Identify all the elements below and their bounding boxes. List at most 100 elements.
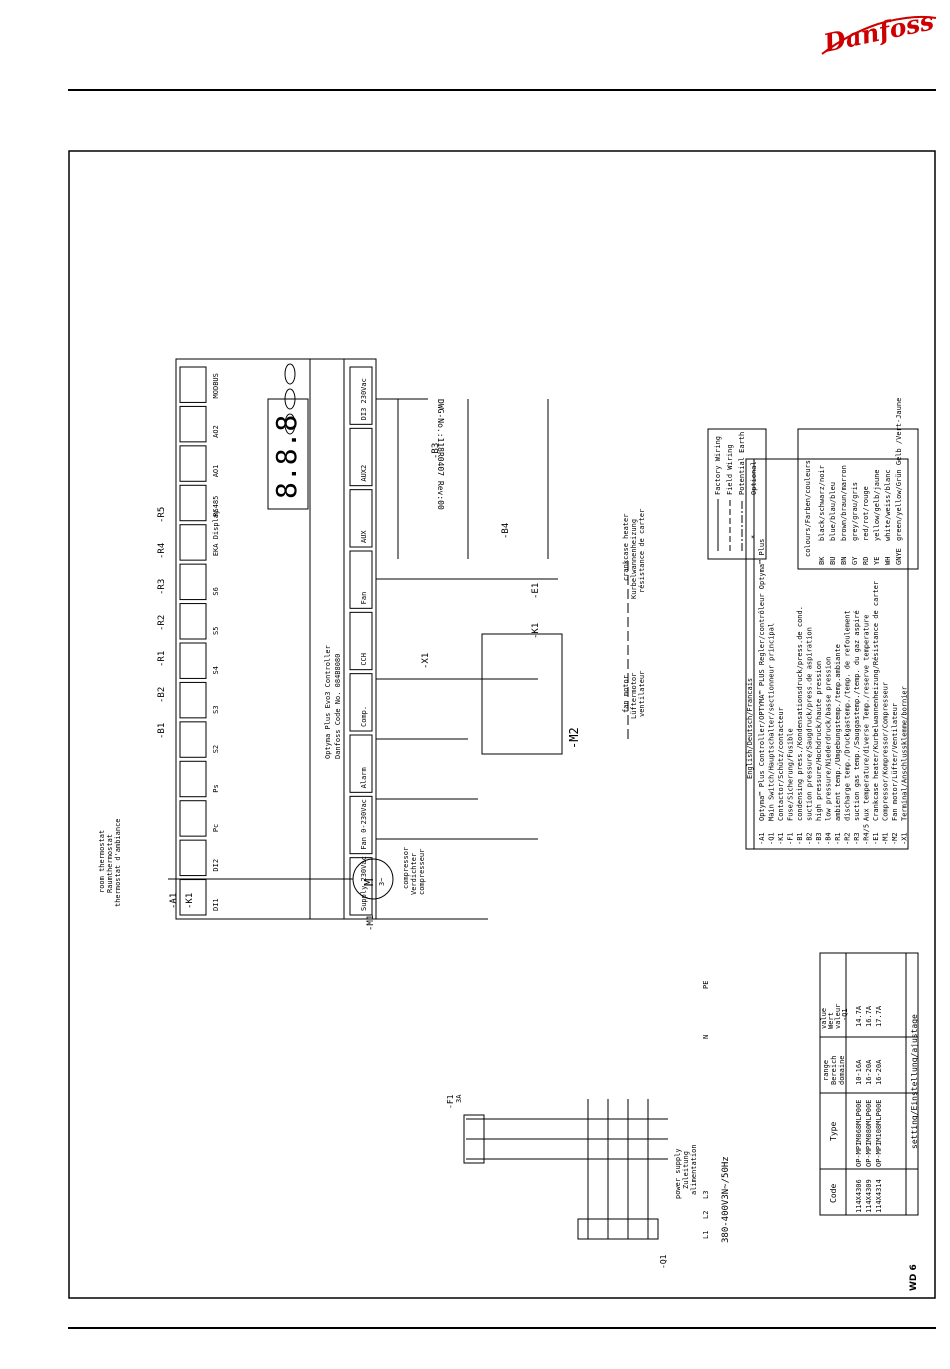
supply-line-2: Zuleitung <box>682 1151 690 1189</box>
controller-output-label: AUX <box>360 530 368 543</box>
controller-input-terminal <box>179 681 207 719</box>
sensor-label: -B4 <box>501 523 511 539</box>
component-desc: Crankcase heater/Kurbelwannenheizung/Rés… <box>872 581 880 821</box>
component-ref: -M2 <box>891 832 899 845</box>
controller-output-terminal <box>349 795 373 855</box>
control-wiring <box>168 398 629 920</box>
controller-input-label: S6 <box>212 587 220 595</box>
component-ref: -R2 <box>844 832 852 845</box>
component-ref: -B4 <box>825 832 833 845</box>
controller-output-label: Comp. <box>360 706 368 727</box>
controller-input-terminal <box>179 800 207 837</box>
colour-name: blue/blau/bleu <box>829 482 837 541</box>
svg-text:*: * <box>750 535 758 539</box>
line-type-legend: * Factory Wiring Field Wiring Potential … <box>707 428 767 560</box>
sensor-label: -E1 <box>531 583 541 599</box>
settings-row-type: OP-MPIM080MLP00E <box>865 1100 873 1167</box>
supply-rating: 380-400V3N~/50Hz <box>721 1156 731 1243</box>
supply-terminal: PE <box>702 981 710 989</box>
sensor-label: -B1 <box>157 723 167 739</box>
controller-input-label: Ps <box>212 784 220 792</box>
component-ref: -R3 <box>853 832 861 845</box>
supply-terminal: N <box>702 1035 710 1039</box>
thermostat-label-1: room thermostat <box>98 830 106 893</box>
controller-input-label: DI1 <box>212 898 220 911</box>
sensor-label: -B2 <box>157 687 167 703</box>
controller-output-terminal <box>349 427 373 487</box>
settings-header-value-1: value <box>820 1008 828 1029</box>
crankcase-label-1: crankcase heater <box>622 514 630 581</box>
controller-output-terminal <box>349 489 373 548</box>
controller-input-terminal <box>179 839 207 877</box>
legend-field: Field Wiring <box>726 444 734 495</box>
controller-a1: Optyma Plus Evo3 Controller Danfoss Code… <box>175 358 377 920</box>
sensor-label: -R4 <box>157 543 167 559</box>
motor-symbol: M <box>362 879 376 886</box>
controller-output-label: Supply 230Vac <box>360 856 368 911</box>
controller-input-label: S5 <box>212 627 220 635</box>
controller-input-label: Pc <box>212 824 220 832</box>
controller-input-label: S4 <box>212 666 220 674</box>
controller-input-label: AO2 <box>212 425 220 438</box>
controller-output-terminal <box>349 611 373 671</box>
colour-name: grey/grau/gris <box>851 482 859 541</box>
component-desc: Fuse/Sicherung/Fusible <box>787 728 795 821</box>
thermostat-label-2: Raumthermostat <box>106 834 114 893</box>
legend-optional: Optional <box>750 461 758 495</box>
supply-terminal: L2 <box>702 1211 710 1219</box>
controller-input-terminal <box>179 760 207 798</box>
component-desc: low pressure/Niederdruck/basse pression <box>825 657 833 821</box>
component-desc: Main Switch/Hauptschalter/sectionneur pr… <box>768 623 776 821</box>
settings-header-code: Code <box>829 1184 838 1203</box>
crankcase-label-2: Kurbelwannenheizung <box>630 519 638 599</box>
controller-input-terminal <box>179 405 207 443</box>
supply-terminal: L1 <box>702 1231 710 1239</box>
component-ref: -M1 <box>882 832 890 845</box>
colour-name: white/weiss/blanc <box>884 469 892 541</box>
compressor-label-2: Verdichter <box>410 853 418 895</box>
sensor-label: -B3 <box>431 443 441 459</box>
controller-input-label: AO1 <box>212 465 220 478</box>
settings-table: setting/Einstellung/ajustage Code Type r… <box>819 952 919 1216</box>
display-digits: 8.8.8 <box>270 415 303 499</box>
sensor-label: -R5 <box>157 507 167 523</box>
settings-row-range: 10-16A <box>855 1059 863 1085</box>
main-switch-ref: -Q1 <box>659 1254 668 1269</box>
contactor-ref: -K1 <box>185 893 195 909</box>
component-ref: -F1 <box>787 832 795 845</box>
controller-input-terminal <box>179 366 207 403</box>
settings-header-type: Type <box>829 1122 838 1141</box>
sensor-label: -K1 <box>531 623 541 639</box>
controller-input-label: EKA Display <box>212 510 220 556</box>
crankcase-label-3: résistance de carter <box>638 509 646 593</box>
component-ref: -B2 <box>806 832 814 845</box>
fan-label-1: fan motor <box>622 675 630 713</box>
component-desc: high pressure/Hochdruck/haute pression <box>815 661 823 821</box>
controller-input-label: RS485 <box>212 496 220 517</box>
controller-input-terminal <box>179 879 207 916</box>
controller-output-terminal <box>349 857 373 916</box>
legend-pe: Potential Earth <box>738 432 746 495</box>
component-ref: -R1 <box>834 832 842 845</box>
component-ref: -K1 <box>777 832 785 845</box>
fan-motor-m2: -M2 fan motor Lüftermotor ventilateur <box>481 633 646 755</box>
component-desc: Fan motor/Lüfter/Ventilateur <box>891 703 899 821</box>
supply-line-1: power supply <box>674 1148 682 1199</box>
compressor-label-3: compresseur <box>418 849 426 895</box>
compressor-label-1: compressor <box>402 847 410 889</box>
controller-output-label: Fan 0-230Vac <box>360 799 368 850</box>
colour-name: red/rot/rouge <box>862 486 870 541</box>
controller-output-label: Fan <box>360 592 368 605</box>
component-ref: -B1 <box>796 832 804 845</box>
controller-name: Optyma Plus Evo3 Controller <box>324 645 332 759</box>
motor-phase: 3~ <box>378 878 386 886</box>
colour-code: BN <box>840 557 848 565</box>
controller-input-terminal <box>179 445 207 482</box>
controller-output-terminal <box>349 550 373 609</box>
dwg-number: DWG-No.:118R0407 Rev:00 <box>436 399 445 510</box>
supply-terminal: L3 <box>702 1191 710 1199</box>
controller-input-label: S3 <box>212 705 220 713</box>
controller-output-label: AUX2 <box>360 465 368 482</box>
danfoss-logo: Danfoss <box>820 14 936 58</box>
controller-output-terminal <box>349 734 373 793</box>
